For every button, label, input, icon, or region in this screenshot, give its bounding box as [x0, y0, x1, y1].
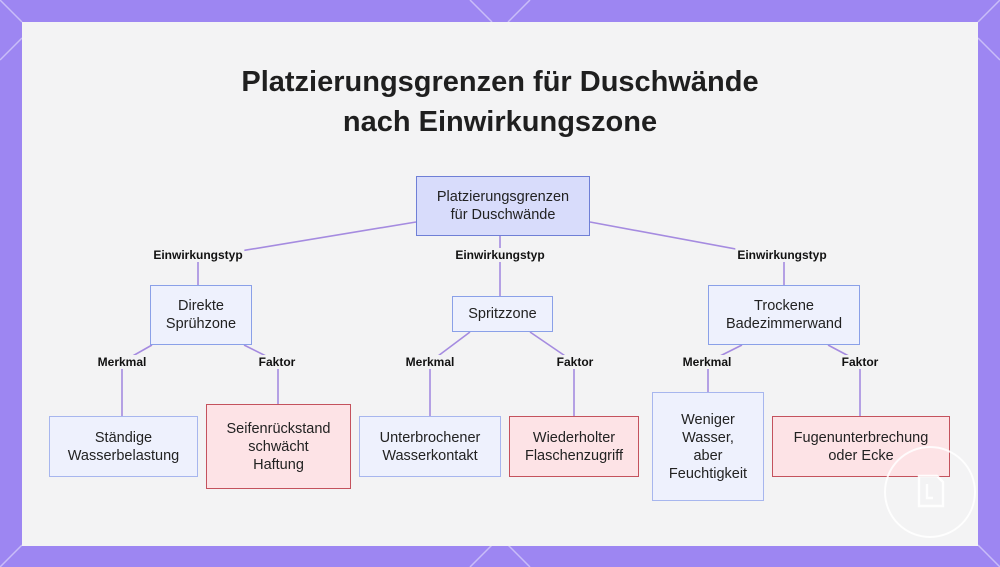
node-interrupted-contact: Unterbrochener Wasserkontakt: [359, 416, 501, 477]
edge-label-type-dry: Einwirkungstyp: [735, 248, 829, 262]
node-direct-spray-zone: Direkte Sprühzone: [150, 285, 252, 345]
edge-label-splash-feature: Merkmal: [403, 355, 457, 369]
node-constant-water: Ständige Wasserbelastung: [49, 416, 198, 477]
node-splash-zone: Spritzzone: [452, 296, 553, 332]
page-title: Platzierungsgrenzen für Duschwände nach …: [0, 62, 1000, 142]
edge-label-dry-feature: Merkmal: [680, 355, 734, 369]
node-less-water: Weniger Wasser, aber Feuchtigkeit: [652, 392, 764, 501]
edge-splash-factor: [529, 331, 575, 416]
title-line-1: Platzierungsgrenzen für Duschwände: [241, 66, 759, 98]
edge-label-type-direct: Einwirkungstyp: [151, 248, 245, 262]
edge-label-direct-factor: Faktor: [256, 355, 298, 369]
node-soap-residue: Seifenrückstand schwächt Haftung: [206, 404, 351, 489]
edge-splash-feature: [429, 331, 471, 416]
edge-label-splash-factor: Faktor: [554, 355, 596, 369]
node-root: Platzierungsgrenzen für Duschwände: [416, 176, 590, 236]
node-bottle-access: Wiederholter Flaschenzugriff: [509, 416, 639, 477]
edge-label-direct-feature: Merkmal: [95, 355, 149, 369]
title-line-2: nach Einwirkungszone: [342, 106, 658, 138]
edge-direct-factor: [243, 344, 279, 404]
logo-icon: [884, 446, 976, 538]
edge-label-type-splash: Einwirkungstyp: [453, 248, 547, 262]
node-dry-wall: Trockene Badezimmerwand: [708, 285, 860, 345]
edge-label-dry-factor: Faktor: [839, 355, 881, 369]
